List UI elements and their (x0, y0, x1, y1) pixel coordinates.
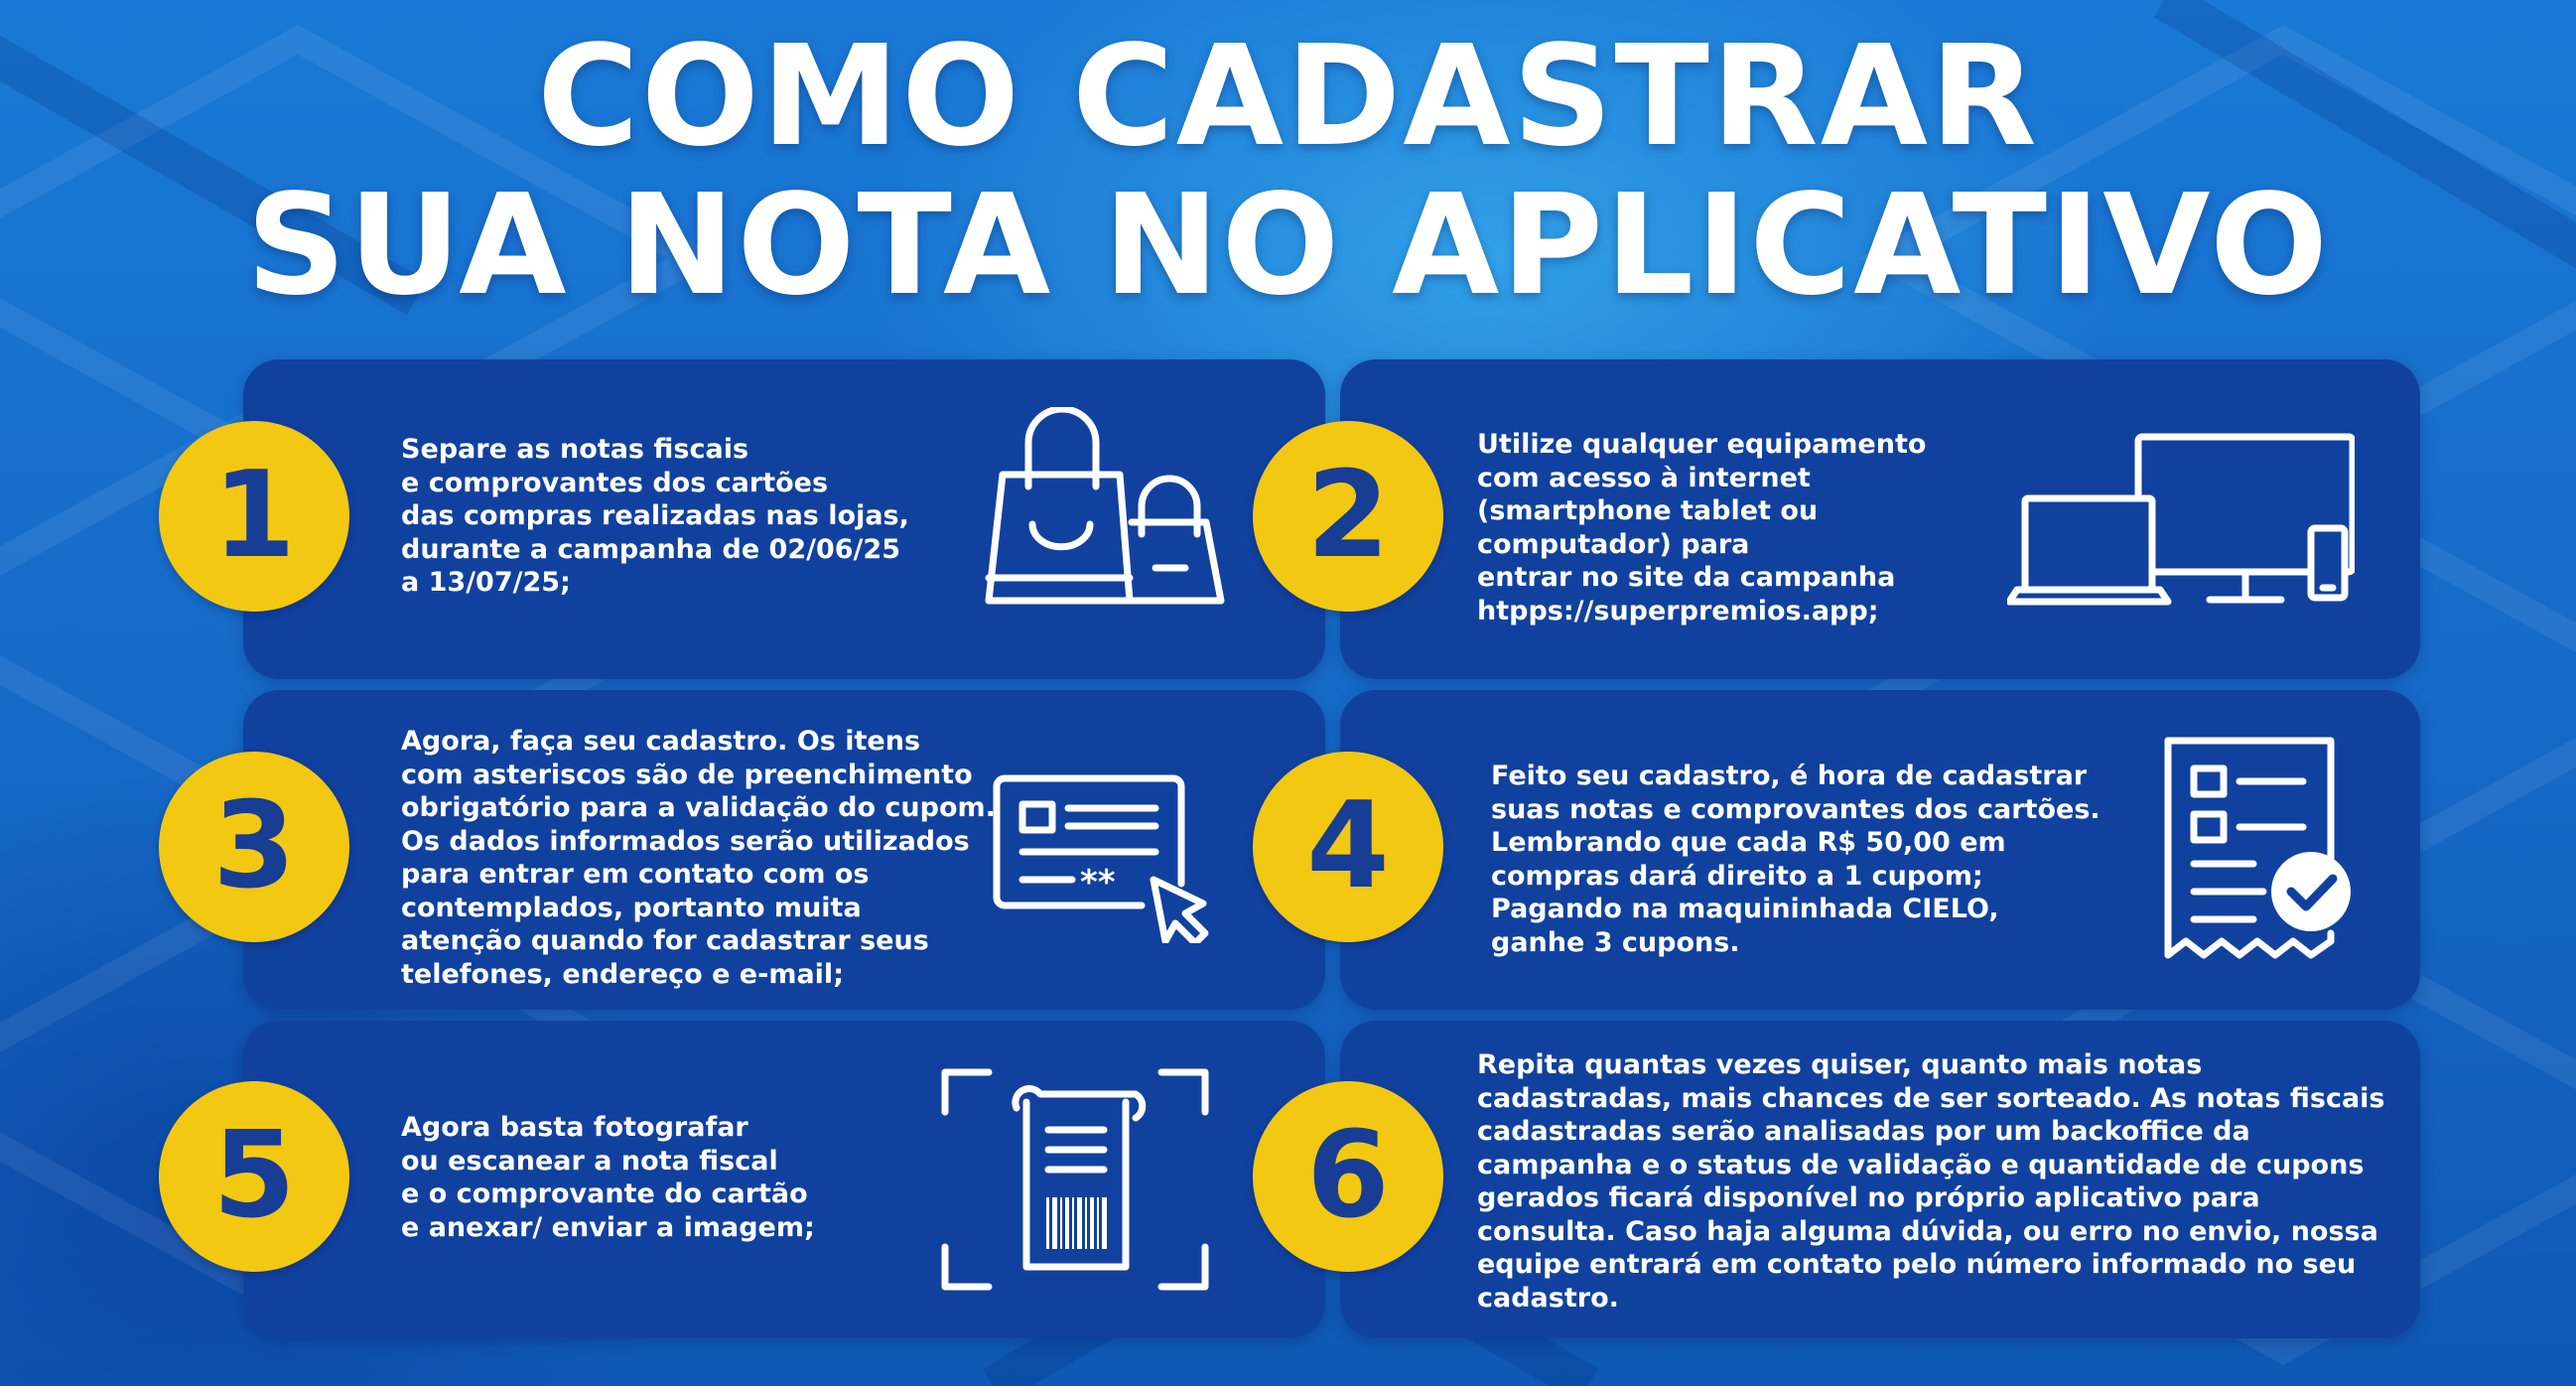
step-3-line: obrigatório para a validação do cupom. (401, 792, 996, 823)
step-text-5: Agora basta fotografar ou escanear a not… (401, 1111, 815, 1244)
step-2-line: (smartphone tablet ou (1477, 495, 1819, 526)
step-3-line: telefones, endereço e e-mail; (401, 958, 844, 990)
step-3-line: com asteriscos são de preenchimento (401, 759, 973, 790)
step-text-3: Agora, faça seu cadastro. Os itens com a… (401, 725, 996, 991)
step-card-6 (1340, 1021, 2420, 1338)
step-3-line: Agora, faça seu cadastro. Os itens (401, 726, 921, 757)
step-number-badge-2: 2 (1253, 421, 1443, 612)
step-2-line: entrar no site da campanha (1477, 562, 1896, 593)
step-4-line: suas notas e comprovantes dos cartões. (1491, 793, 2101, 825)
devices-icon (2007, 433, 2355, 606)
svg-text:**: ** (1080, 863, 1116, 902)
step-text-4: Feito seu cadastro, é hora de cadastrar … (1491, 760, 2101, 959)
page-title-line2: SUA NOTA NO APLICATIVO (245, 165, 2331, 327)
step-3-line: contemplados, portanto muita (401, 892, 862, 923)
step-1-line: durante a campanha de 02/06/25 (401, 533, 900, 565)
step-2-line: com acesso à internet (1477, 462, 1811, 493)
step-1-line: das compras realizadas nas lojas, (401, 500, 909, 531)
step-card-5 (243, 1021, 1325, 1338)
step-number-badge-3: 3 (159, 752, 349, 942)
step-text-2: Utilize qualquer equipamento com acesso … (1477, 428, 1926, 627)
step-4-line: Feito seu cadastro, é hora de cadastrar (1491, 761, 2088, 791)
step-6-line: cadastro. (1477, 1282, 1619, 1314)
step-number-badge-5: 5 (159, 1081, 349, 1272)
step-4-line: ganhe 3 cupons. (1491, 926, 1740, 958)
step-text-6: Repita quantas vezes quiser, quanto mais… (1477, 1048, 2385, 1315)
shopping-bags-icon (985, 407, 1225, 605)
step-3-line: para entrar em contato com os (401, 859, 870, 890)
step-6-line: Repita quantas vezes quiser, quanto mais… (1477, 1049, 2203, 1080)
step-5-line: Agora basta fotografar (401, 1112, 748, 1143)
step-text-1: Separe as notas fiscais e comprovantes d… (401, 433, 909, 600)
receipt-check-icon (2164, 737, 2351, 959)
step-2-line: htpps://superpremios.app; (1477, 595, 1879, 626)
step-card-2 (1340, 359, 2420, 679)
step-1-line: a 13/07/25; (401, 567, 571, 598)
step-6-line: consulta. Caso haja alguma dúvida, ou er… (1477, 1215, 2378, 1247)
form-card-icon: ** (993, 774, 1209, 943)
page-title-line1: COMO CADASTRAR (537, 16, 2039, 178)
step-1-line: e comprovantes dos cartões (401, 467, 829, 498)
step-6-line: equipe entrará em contato pelo número in… (1477, 1249, 2357, 1280)
step-5-line: e o comprovante do cartão (401, 1178, 808, 1209)
step-number-badge-6: 6 (1253, 1081, 1443, 1272)
step-3-line: atenção quando for cadastrar seus (401, 925, 929, 956)
step-4-line: Lembrando que cada R$ 50,00 em (1491, 827, 2006, 858)
step-6-line: cadastradas serão analisadas por um back… (1477, 1116, 2250, 1147)
step-2-line: Utilize qualquer equipamento (1477, 429, 1927, 460)
step-1-line: Separe as notas fiscais (401, 434, 749, 465)
step-number-badge-1: 1 (159, 421, 349, 612)
step-4-line: Pagando na maquininhada CIELO, (1491, 894, 1999, 924)
step-4-line: compras dará direito a 1 cupom; (1491, 860, 1983, 892)
step-2-line: computador) para (1477, 528, 1750, 560)
step-5-line: e anexar/ enviar a imagem; (401, 1211, 815, 1243)
step-6-line: cadastradas, mais chances de ser sortead… (1477, 1082, 2385, 1114)
step-number-badge-4: 4 (1253, 752, 1443, 942)
scan-receipt-icon (941, 1068, 1209, 1291)
step-5-line: ou escanear a nota fiscal (401, 1145, 778, 1177)
step-3-line: Os dados informados serão utilizados (401, 825, 970, 857)
step-6-line: gerados ficará disponível no próprio apl… (1477, 1182, 2260, 1213)
step-6-line: campanha e o status de validação e quant… (1477, 1149, 2365, 1180)
